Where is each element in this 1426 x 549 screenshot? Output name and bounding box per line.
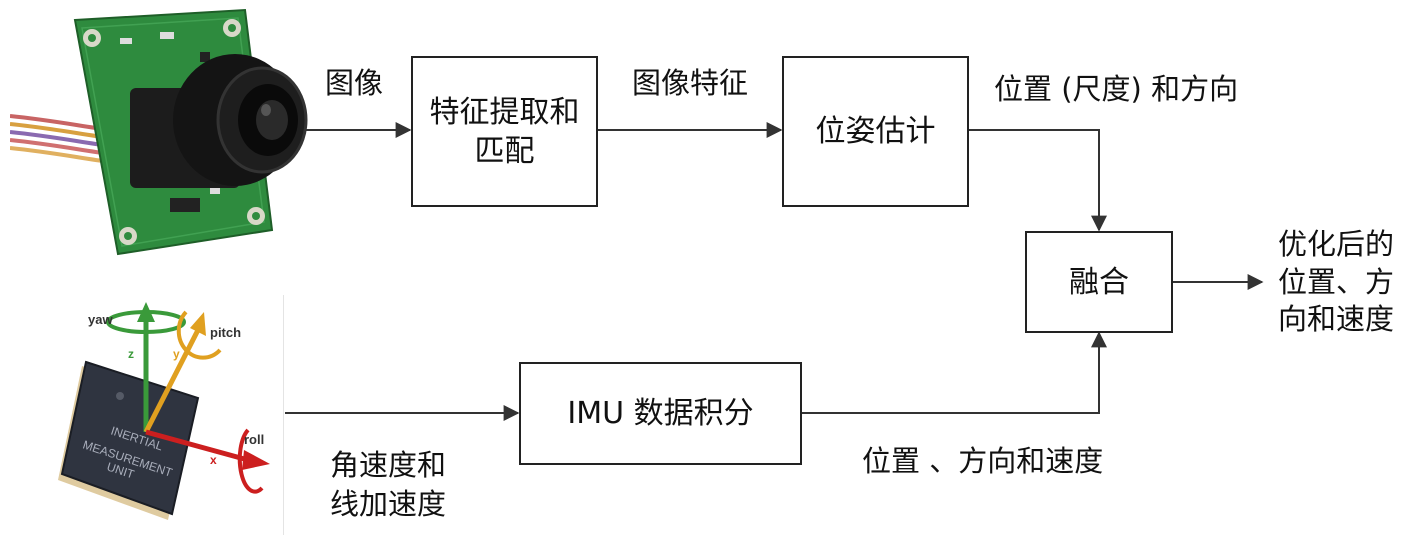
arrow-integration-to-fusion	[801, 331, 1107, 414]
z-axis-label: z	[128, 347, 134, 361]
label-pose-output: 位置 (尺度) 和方向	[994, 72, 1239, 106]
imu-chip-icon: INERTIAL MEASUREMENT UNIT z yaw y pitch …	[58, 302, 270, 520]
label-image-features: 图像特征	[632, 66, 749, 100]
photo-divider	[283, 295, 284, 535]
label-imu-output: 位置 、方向和速度	[862, 444, 1104, 478]
arrow-pose-to-fusion	[967, 129, 1107, 232]
label-imu-input: 角速度和 线加速度	[330, 448, 447, 522]
label-image: 图像	[325, 66, 384, 100]
pose-estimation-box: 位姿估计	[782, 56, 969, 207]
x-axis-label: x	[210, 453, 217, 467]
feature-extraction-box: 特征提取和 匹配	[411, 56, 598, 207]
camera-module-icon	[10, 8, 308, 256]
y-axis-label: y	[173, 347, 180, 361]
imu-integration-box: IMU 数据积分	[519, 362, 802, 465]
label-optimized-output: 优化后的 位置、方 向和速度	[1278, 227, 1395, 337]
yaw-label: yaw	[88, 312, 113, 327]
fusion-box: 融合	[1025, 231, 1173, 333]
roll-label: roll	[244, 432, 264, 447]
pitch-label: pitch	[210, 325, 241, 340]
